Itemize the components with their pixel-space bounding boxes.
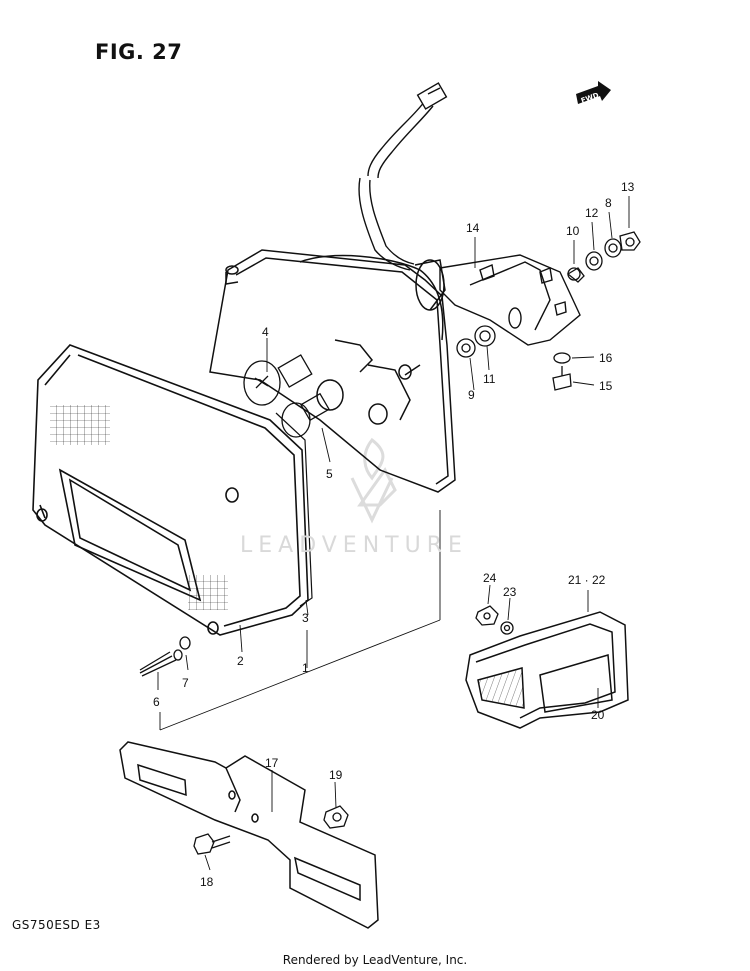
watermark-text: LEADVENTURE: [240, 533, 468, 558]
tail-lens: [32, 344, 309, 636]
callout-5: 5: [326, 467, 333, 481]
bracket-17: [119, 741, 379, 929]
callout-21-22: 21 · 22: [568, 573, 606, 587]
callout-23: 23: [503, 585, 517, 599]
fwd-arrow-icon: FWD: [576, 81, 611, 105]
model-code: GS750ESD E3: [12, 918, 101, 932]
leader-lines: [157, 196, 630, 871]
footer-credit: Rendered by LeadVenture, Inc.: [282, 953, 468, 967]
washer-23: [500, 621, 514, 635]
license-lamp: [465, 611, 629, 729]
lamp-housing: [209, 249, 456, 493]
watermark-logo: [350, 437, 397, 524]
callout-3: 3: [302, 611, 309, 625]
bracket-14: [439, 254, 581, 346]
screw-6: [139, 636, 191, 677]
callout-7: 7: [182, 676, 189, 690]
callout-17: 17: [265, 756, 279, 770]
figure-title: FIG. 27: [95, 40, 183, 64]
callout-10: 10: [566, 224, 580, 238]
bulb-5: [281, 392, 330, 438]
callout-14: 14: [466, 221, 480, 235]
callout-16: 16: [599, 351, 613, 365]
callout-11: 11: [483, 372, 496, 386]
wire-harness: [358, 82, 448, 271]
callout-2: 2: [237, 654, 244, 668]
nut-24: [475, 605, 499, 626]
callout-24: 24: [483, 571, 497, 585]
callout-6: 6: [153, 695, 160, 709]
callout-13: 13: [621, 180, 635, 194]
callout-15: 15: [599, 379, 613, 393]
callout-1: 1: [302, 661, 309, 675]
callout-9: 9: [468, 388, 475, 402]
callout-4: 4: [262, 325, 269, 339]
nut-19: [323, 805, 349, 829]
callout-20: 20: [591, 708, 605, 722]
callout-12: 12: [585, 206, 599, 220]
callout-19: 19: [329, 768, 343, 782]
bolt-18: [193, 833, 231, 855]
hardware-small: [456, 231, 641, 391]
callout-8: 8: [605, 196, 612, 210]
bulb-4: [243, 354, 313, 406]
callout-18: 18: [200, 875, 214, 889]
